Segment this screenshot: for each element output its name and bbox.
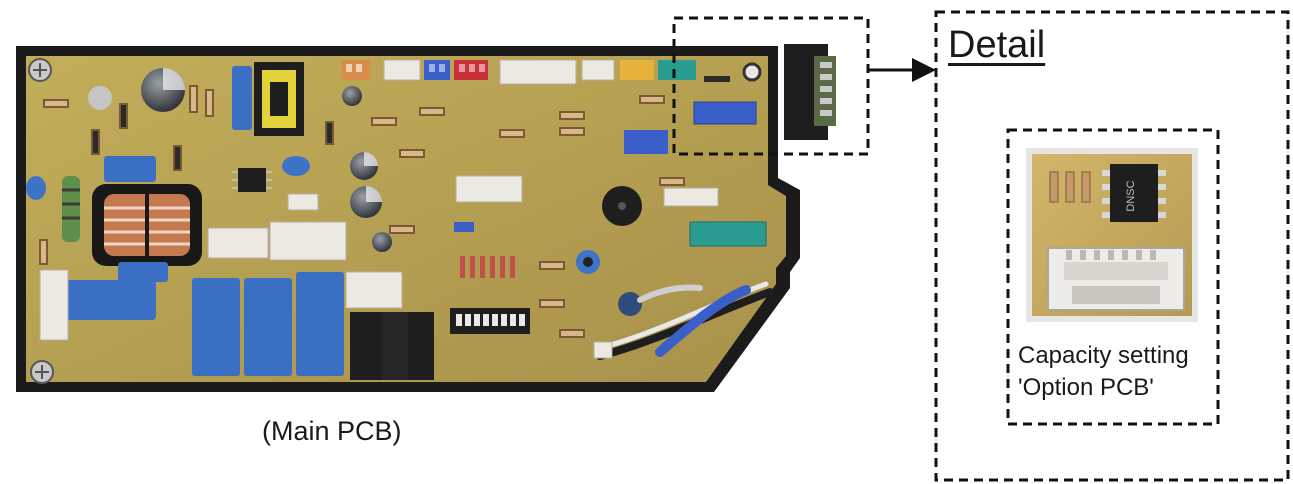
thermistor <box>88 86 112 110</box>
connector-yellow <box>620 60 654 80</box>
option-chip-label: DNSC <box>1125 180 1137 211</box>
screw-top-left <box>28 58 52 82</box>
edge-connector-housing <box>784 44 836 140</box>
connector-white-4 <box>455 175 523 203</box>
small-components <box>39 85 685 338</box>
connector-white-3 <box>581 59 615 81</box>
connector-blue-callout <box>693 101 757 125</box>
screw-bottom-left <box>30 360 54 384</box>
connector-blue-top <box>424 60 450 80</box>
small-white-part <box>287 193 319 211</box>
ceramic-cap-2 <box>282 156 310 176</box>
connector-teal-right <box>689 221 767 247</box>
ic-chip <box>232 168 272 192</box>
connector-white-1 <box>383 59 421 81</box>
capacitor-dark <box>618 292 642 316</box>
connector-blue-mid <box>624 130 668 154</box>
relay-black-2 <box>382 312 408 380</box>
relay-blue-3 <box>296 272 344 376</box>
connector-white-6 <box>269 221 347 261</box>
relay-black-3 <box>408 312 434 380</box>
capacitor-mid-3 <box>342 86 362 106</box>
capacitor-blue <box>576 250 600 274</box>
film-cap-2 <box>104 156 156 182</box>
dip-switch <box>450 308 530 334</box>
connector-white-9 <box>663 187 719 207</box>
resistor-array <box>460 256 515 278</box>
option-pcb-caption: Capacity setting 'Option PCB' <box>1018 340 1189 404</box>
film-cap-3 <box>64 280 156 320</box>
callout-box <box>672 16 870 156</box>
relay-black-1 <box>350 312 382 380</box>
power-resistor <box>62 176 80 242</box>
connector-white-7 <box>345 271 403 309</box>
connector-teal-top <box>658 60 696 80</box>
capacitor-mid-4 <box>372 232 392 252</box>
relay-blue-2 <box>244 278 292 376</box>
detail-title: Detail <box>948 24 1046 66</box>
option-pcb: DNSC <box>1026 148 1198 322</box>
film-cap-1 <box>232 66 252 130</box>
capacitor-mid-1 <box>350 152 378 180</box>
capacitor-large <box>141 68 185 112</box>
connector-white-8 <box>39 269 69 341</box>
arrow-icon <box>868 58 936 82</box>
connector-white-2 <box>499 59 577 85</box>
mount-hole <box>742 62 762 82</box>
small-blue-part <box>454 222 474 232</box>
option-caption-line-1: Capacity setting <box>1018 342 1189 369</box>
detail-box <box>934 10 1290 482</box>
diode-callout <box>704 76 730 82</box>
ceramic-cap <box>26 176 46 200</box>
wire-connector <box>593 341 613 359</box>
option-chip <box>1110 164 1158 222</box>
connector-white-5 <box>207 227 269 259</box>
relay-blue-1 <box>192 278 240 376</box>
connector-orange <box>342 60 370 80</box>
transformer <box>254 62 304 136</box>
wire-harness <box>596 281 774 360</box>
film-cap-4 <box>118 262 168 282</box>
option-pcb-box <box>1006 128 1220 426</box>
main-pcb <box>16 44 836 392</box>
connector-red <box>454 60 488 80</box>
capacitor-mid-2 <box>350 186 382 218</box>
option-caption-line-2: 'Option PCB' <box>1018 374 1154 401</box>
toroid-coil <box>92 184 202 266</box>
main-pcb-caption: (Main PCB) <box>262 416 402 446</box>
